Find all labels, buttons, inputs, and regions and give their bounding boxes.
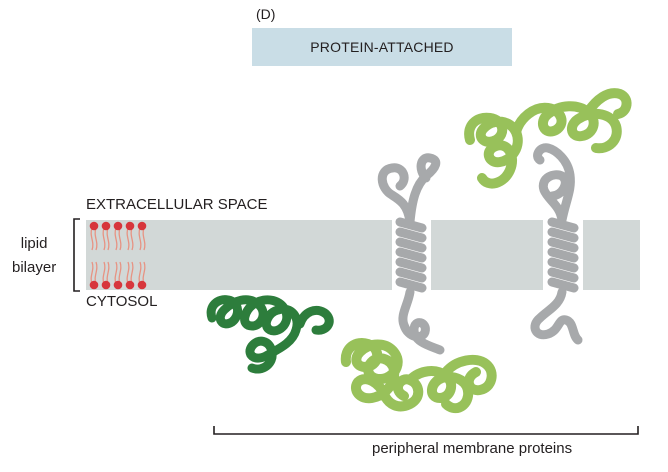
lipid-label-line1: lipid (20, 235, 48, 252)
alpha-helix-icon (395, 217, 427, 293)
panel-label: (D) (256, 6, 276, 22)
banner-text: PROTEIN-ATTACHED (310, 39, 454, 55)
cytosol-label: CYTOSOL (86, 293, 158, 310)
peripheral-membrane-proteins-label: peripheral membrane proteins (372, 440, 573, 457)
lipid-label-line2: bilayer (12, 259, 57, 276)
bilayer-segment-middle (431, 220, 543, 290)
peripheral-bracket-icon (213, 426, 639, 435)
bilayer-bracket-icon (73, 218, 80, 292)
globular-protein-icon (464, 88, 632, 189)
title-banner: PROTEIN-ATTACHED (252, 28, 512, 66)
globular-protein-icon (206, 295, 334, 374)
bilayer-segment-left (86, 220, 392, 290)
bilayer-segment-right (583, 220, 640, 290)
globular-protein-icon (340, 338, 497, 414)
transmembrane-protein-2 (530, 143, 583, 345)
lipid-bilayer-label: lipid bilayer (12, 232, 56, 280)
transmembrane-protein-1 (377, 153, 445, 355)
extracellular-space-label: EXTRACELLULAR SPACE (86, 196, 268, 213)
alpha-helix-icon (547, 217, 579, 293)
lipid-bilayer (86, 220, 640, 290)
lipid-head-groups (89, 221, 147, 290)
